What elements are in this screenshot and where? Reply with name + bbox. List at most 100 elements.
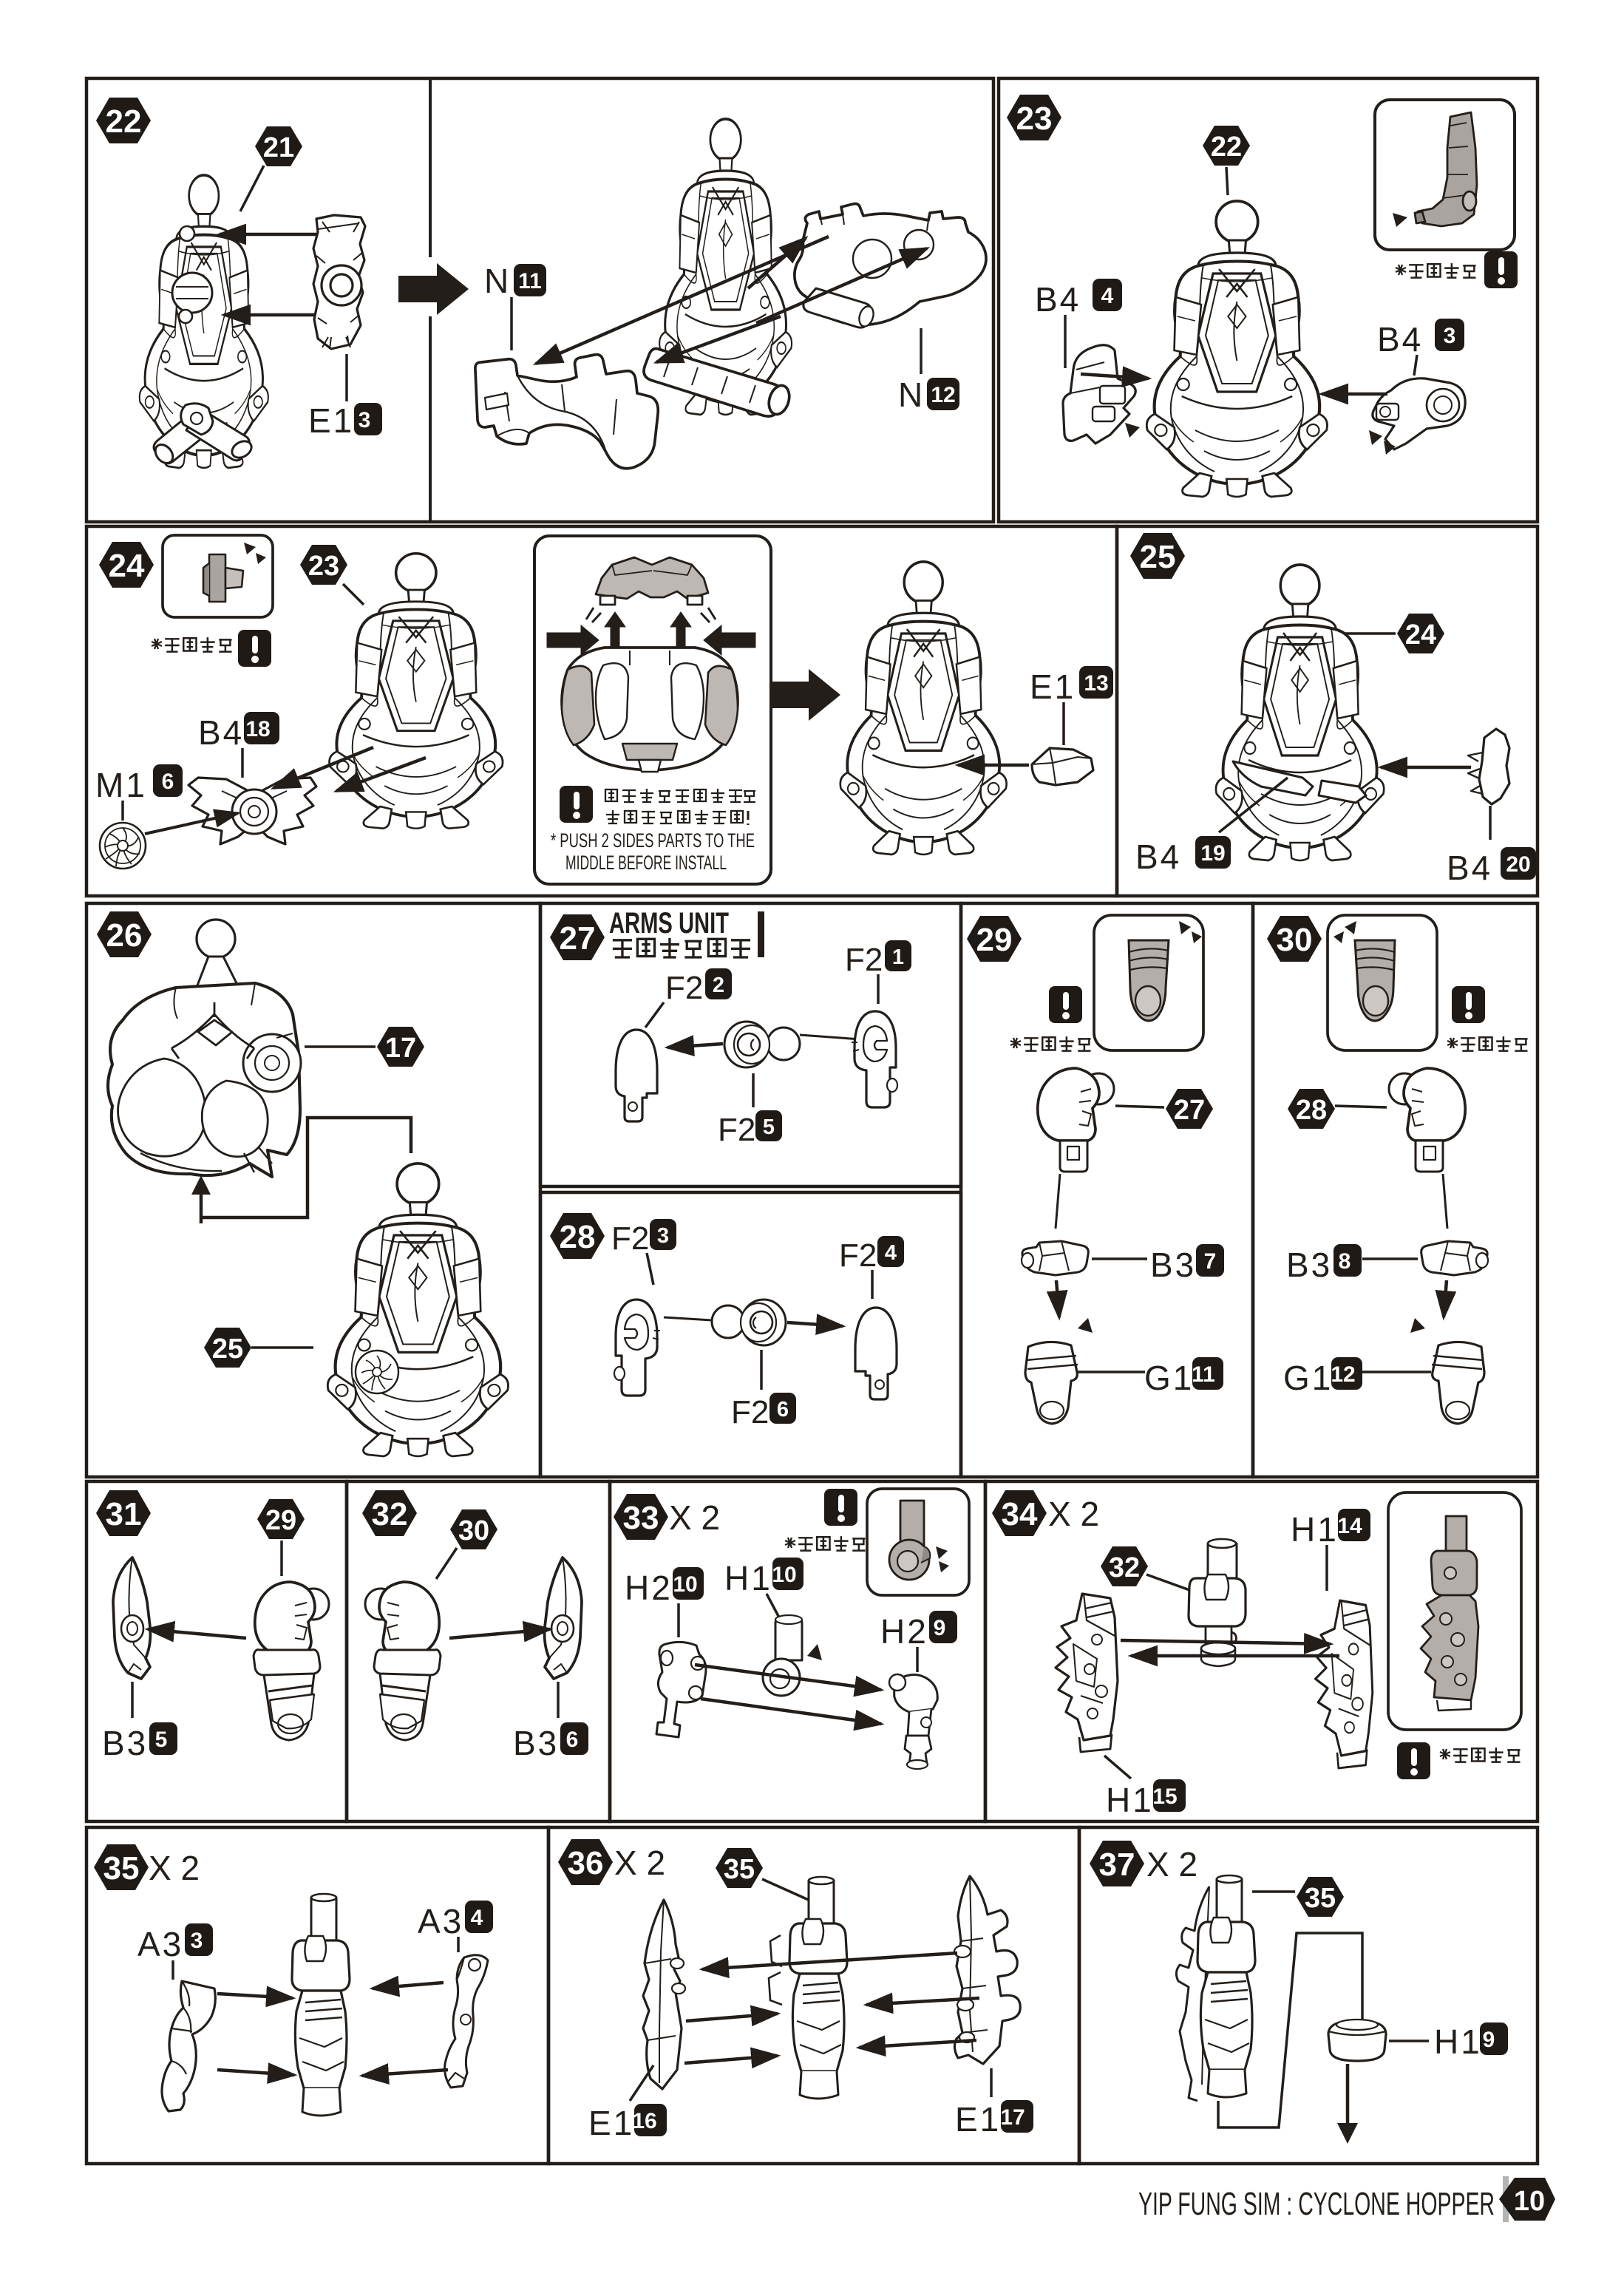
svg-text:* PUSH 2 SIDES PARTS TO THE: * PUSH 2 SIDES PARTS TO THE: [551, 829, 755, 852]
svg-text:5: 5: [763, 1115, 775, 1139]
svg-text:H2: H2: [880, 1612, 928, 1651]
svg-text:3: 3: [1444, 324, 1456, 348]
svg-text:29: 29: [265, 1505, 296, 1536]
svg-text:29: 29: [976, 922, 1013, 958]
svg-text:F2: F2: [611, 1220, 649, 1257]
svg-text:10: 10: [673, 1572, 697, 1597]
svg-text:E1: E1: [1030, 668, 1076, 706]
svg-text:23: 23: [308, 551, 339, 582]
svg-text:19: 19: [1200, 841, 1225, 866]
svg-text:28: 28: [1296, 1095, 1327, 1126]
svg-text:X 2: X 2: [614, 1844, 665, 1882]
svg-text:7: 7: [1204, 1249, 1217, 1274]
svg-text:B4: B4: [198, 713, 244, 752]
svg-text:H1: H1: [1434, 2022, 1482, 2061]
svg-text:22: 22: [106, 103, 142, 140]
svg-text:33: 33: [623, 1500, 659, 1536]
svg-text:H2: H2: [625, 1569, 673, 1607]
svg-text:24: 24: [109, 548, 145, 584]
svg-text:32: 32: [1109, 1552, 1140, 1583]
svg-text:10: 10: [772, 1563, 796, 1587]
svg-text:B3: B3: [1150, 1246, 1196, 1284]
svg-text:3: 3: [359, 408, 371, 432]
svg-text:X 2: X 2: [1146, 1845, 1197, 1884]
svg-text:MIDDLE BEFORE INSTALL: MIDDLE BEFORE INSTALL: [565, 852, 727, 874]
svg-text:F2: F2: [845, 942, 883, 978]
svg-text:20: 20: [1506, 852, 1530, 877]
svg-text:25: 25: [212, 1334, 243, 1365]
svg-text:B4: B4: [1447, 849, 1492, 887]
svg-text:16: 16: [632, 2109, 656, 2133]
svg-text:14: 14: [1337, 1514, 1362, 1538]
svg-text:F2: F2: [718, 1112, 755, 1148]
svg-text:30: 30: [1277, 922, 1313, 958]
svg-text:27: 27: [560, 920, 596, 957]
svg-text:1: 1: [892, 945, 904, 969]
svg-text:12: 12: [931, 383, 955, 407]
svg-text:ARMS UNIT: ARMS UNIT: [609, 907, 729, 940]
svg-text:B4: B4: [1035, 280, 1081, 319]
svg-text:22: 22: [1211, 132, 1242, 163]
svg-text:G1: G1: [1144, 1359, 1194, 1397]
svg-text:H1: H1: [1106, 1781, 1154, 1819]
svg-text:11: 11: [518, 269, 542, 293]
svg-text:G1: G1: [1283, 1359, 1333, 1397]
svg-text:21: 21: [263, 132, 294, 163]
svg-text:27: 27: [1174, 1095, 1205, 1126]
svg-text:25: 25: [1140, 539, 1176, 575]
svg-text:8: 8: [1339, 1249, 1351, 1274]
svg-text:10: 10: [1514, 2186, 1545, 2217]
svg-text:N: N: [484, 262, 511, 300]
svg-text:37: 37: [1099, 1847, 1135, 1883]
svg-text:11: 11: [1192, 1362, 1215, 1387]
svg-text:F2: F2: [839, 1237, 877, 1274]
svg-text:35: 35: [724, 1854, 755, 1885]
svg-text:34: 34: [1002, 1496, 1038, 1532]
svg-text:N: N: [898, 376, 925, 414]
svg-text:6: 6: [566, 1728, 579, 1752]
svg-text:24: 24: [1405, 619, 1436, 651]
svg-text:5: 5: [155, 1728, 168, 1752]
svg-text:M1: M1: [95, 766, 147, 804]
svg-text:26: 26: [106, 917, 143, 954]
svg-text:A3: A3: [418, 1902, 463, 1940]
svg-text:17: 17: [385, 1033, 416, 1064]
svg-text:36: 36: [568, 1845, 604, 1881]
svg-text:E1: E1: [308, 401, 354, 440]
svg-text:B3: B3: [1286, 1246, 1332, 1284]
svg-text:32: 32: [372, 1496, 408, 1532]
svg-text:12: 12: [1331, 1362, 1355, 1387]
svg-text:X 2: X 2: [1048, 1495, 1099, 1533]
svg-text:17: 17: [1000, 2105, 1025, 2130]
svg-text:H1: H1: [1291, 1510, 1339, 1549]
svg-text:YIP FUNG SIM : CYCLONE HOPPER: YIP FUNG SIM : CYCLONE HOPPER: [1138, 2186, 1495, 2222]
svg-text:6: 6: [777, 1398, 789, 1422]
svg-text:9: 9: [1483, 2028, 1495, 2052]
svg-text:35: 35: [103, 1850, 140, 1886]
svg-text:23: 23: [1016, 101, 1053, 137]
svg-text:4: 4: [471, 1906, 483, 1930]
svg-text:X 2: X 2: [669, 1498, 720, 1537]
svg-text:E1: E1: [588, 2104, 634, 2142]
svg-text:B3: B3: [513, 1724, 559, 1762]
svg-text:35: 35: [1305, 1883, 1336, 1914]
svg-text:F2: F2: [731, 1394, 769, 1430]
svg-text:B4: B4: [1135, 838, 1181, 876]
svg-text:A3: A3: [137, 1925, 183, 1963]
svg-text:X 2: X 2: [149, 1849, 200, 1887]
svg-text:3: 3: [657, 1224, 669, 1248]
svg-text:6: 6: [162, 770, 174, 794]
svg-text:4: 4: [885, 1241, 897, 1265]
svg-text:B3: B3: [102, 1724, 148, 1762]
svg-text:9: 9: [934, 1616, 946, 1640]
svg-text:28: 28: [560, 1219, 596, 1255]
svg-text:30: 30: [458, 1515, 489, 1546]
svg-text:3: 3: [191, 1929, 203, 1953]
svg-text:B4: B4: [1377, 320, 1423, 359]
svg-text:15: 15: [1152, 1784, 1177, 1809]
svg-text:H1: H1: [724, 1559, 772, 1597]
svg-text:13: 13: [1084, 671, 1108, 696]
svg-text:E1: E1: [955, 2100, 1001, 2139]
svg-text:18: 18: [245, 717, 270, 741]
svg-text:31: 31: [106, 1496, 142, 1532]
